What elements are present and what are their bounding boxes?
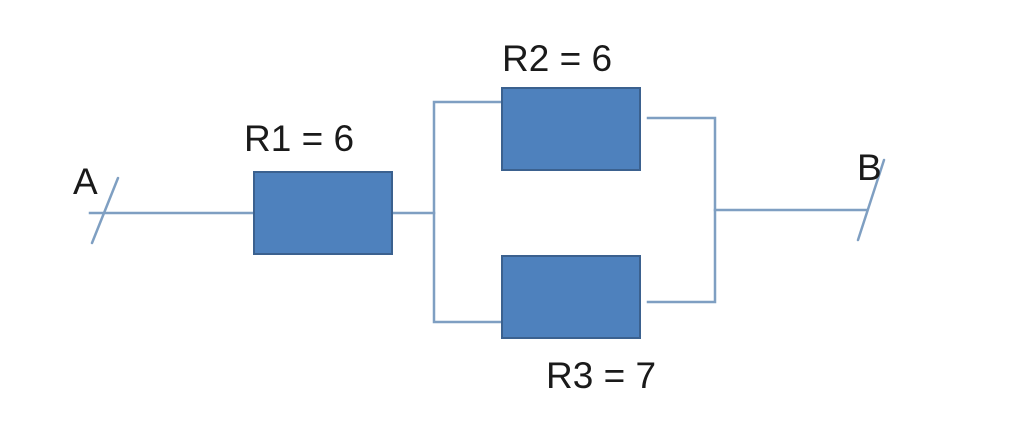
- terminal-a-label: A: [73, 161, 98, 202]
- wire-left-bus: [432, 100, 504, 324]
- resistor-r3: [501, 255, 641, 339]
- terminal-b-tick: [856, 158, 886, 242]
- terminal-b-label: B: [857, 147, 882, 188]
- resistor-r1-label: R1 = 6: [244, 118, 354, 159]
- resistor-r2-label: R2 = 6: [502, 38, 612, 79]
- resistor-r1: [253, 171, 393, 255]
- wires: [88, 100, 868, 324]
- wire-right-bus: [646, 116, 717, 304]
- resistor-r3-label: R3 = 7: [546, 355, 656, 396]
- terminal-a-tick: [90, 176, 120, 245]
- resistor-r2: [501, 87, 641, 171]
